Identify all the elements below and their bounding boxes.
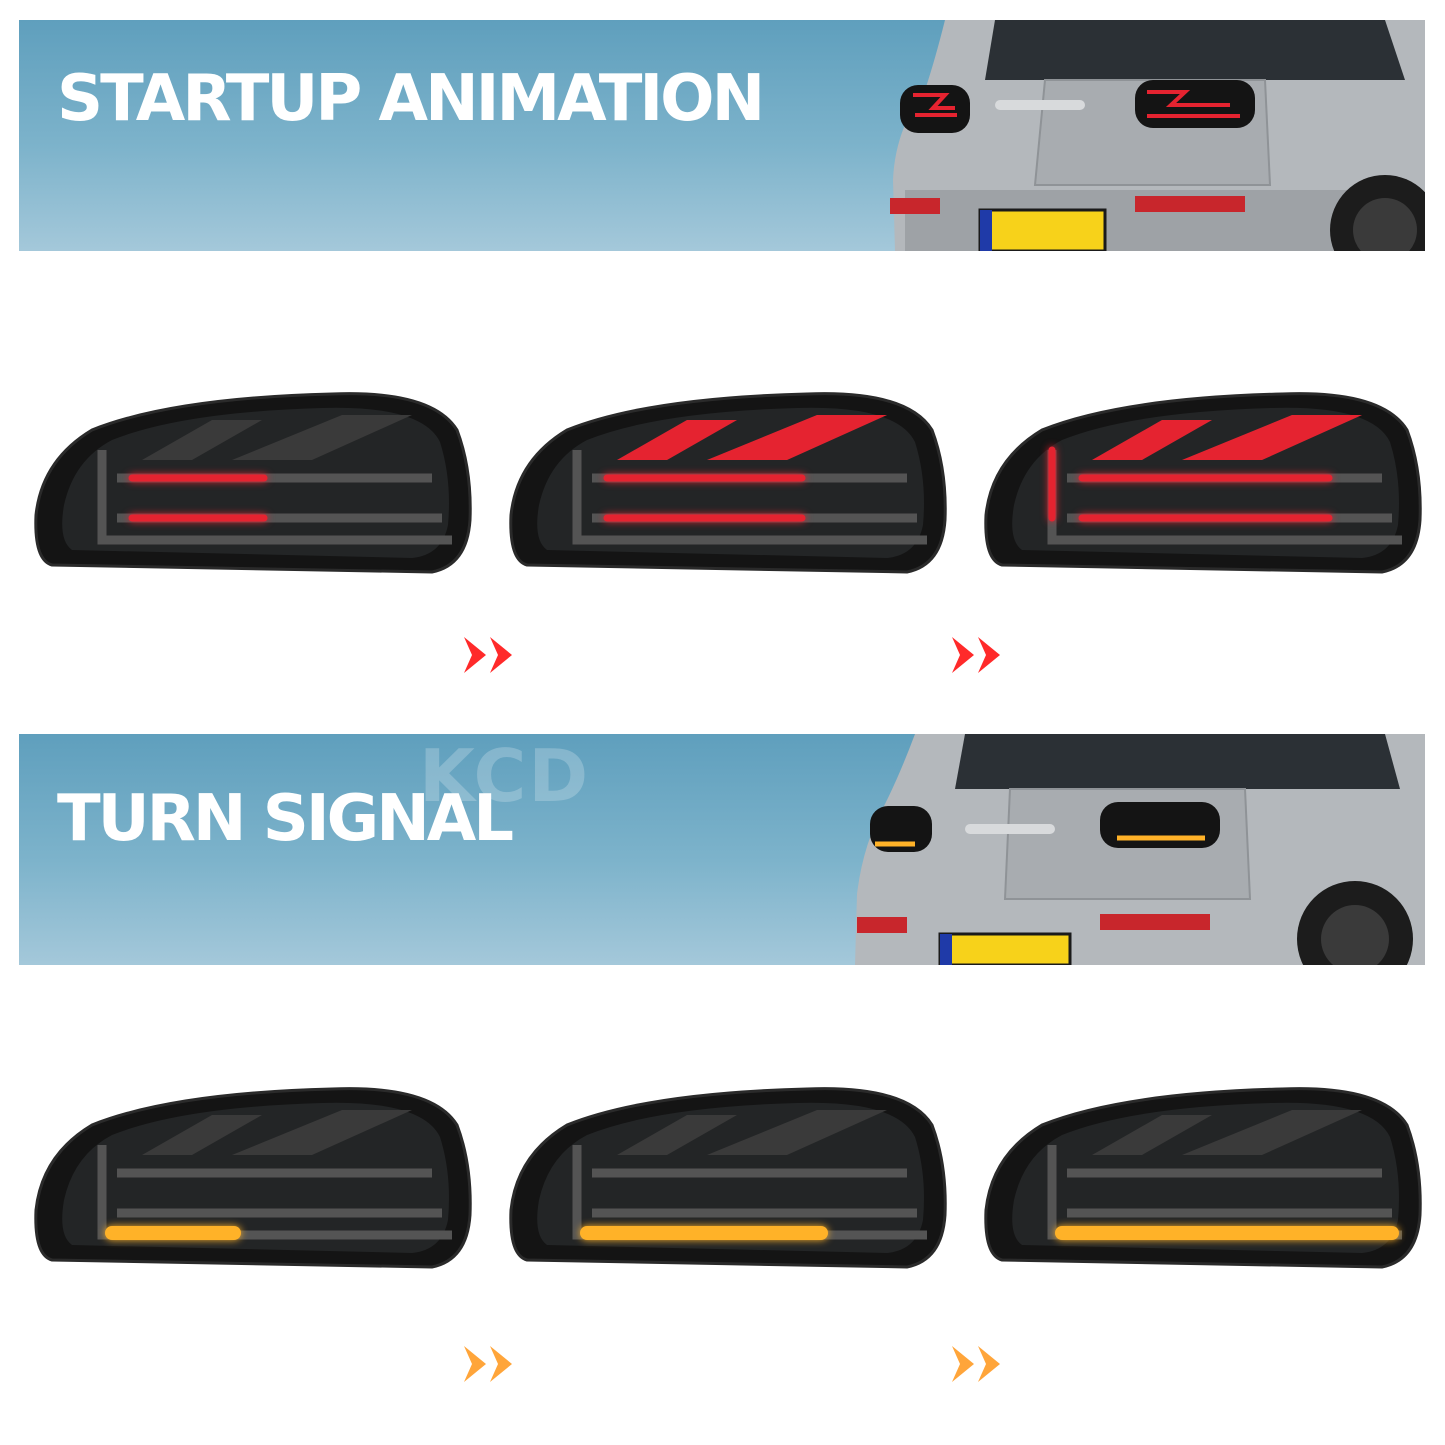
tail-light-turn-stage-2 [509, 1087, 947, 1269]
light-bars [1047, 1110, 1402, 1240]
lit-chevron-2 [707, 415, 887, 460]
section-title-turn-signal: TURN SIGNAL [57, 782, 514, 856]
section-title-startup: STARTUP ANIMATION [57, 62, 765, 136]
banner-startup-animation: STARTUP ANIMATION [19, 20, 1425, 251]
light-bars [572, 1110, 927, 1240]
double-chevron-right-icon [952, 637, 1000, 673]
car-rear-photo-startup [890, 20, 1425, 251]
tail-light-turn-stage-3 [984, 1087, 1422, 1269]
double-chevron-right-icon [464, 637, 512, 673]
lit-chevron-1 [1092, 420, 1212, 460]
tail-light-startup-stage-3 [984, 392, 1422, 574]
banner-turn-signal: KCD TURN SIGNAL [19, 734, 1425, 965]
double-chevron-right-icon [464, 1346, 512, 1382]
tail-light-startup-stage-2 [509, 392, 947, 574]
double-chevron-right-icon [952, 1346, 1000, 1382]
car-rear-photo-turn-signal [855, 734, 1425, 965]
light-bars [97, 1110, 452, 1240]
lit-chevron-1 [617, 420, 737, 460]
lit-chevron-2 [1182, 415, 1362, 460]
tail-light-turn-stage-1 [34, 1087, 472, 1269]
tail-light-startup-stage-1 [34, 392, 472, 574]
kcd-watermark: KCD [419, 734, 591, 818]
